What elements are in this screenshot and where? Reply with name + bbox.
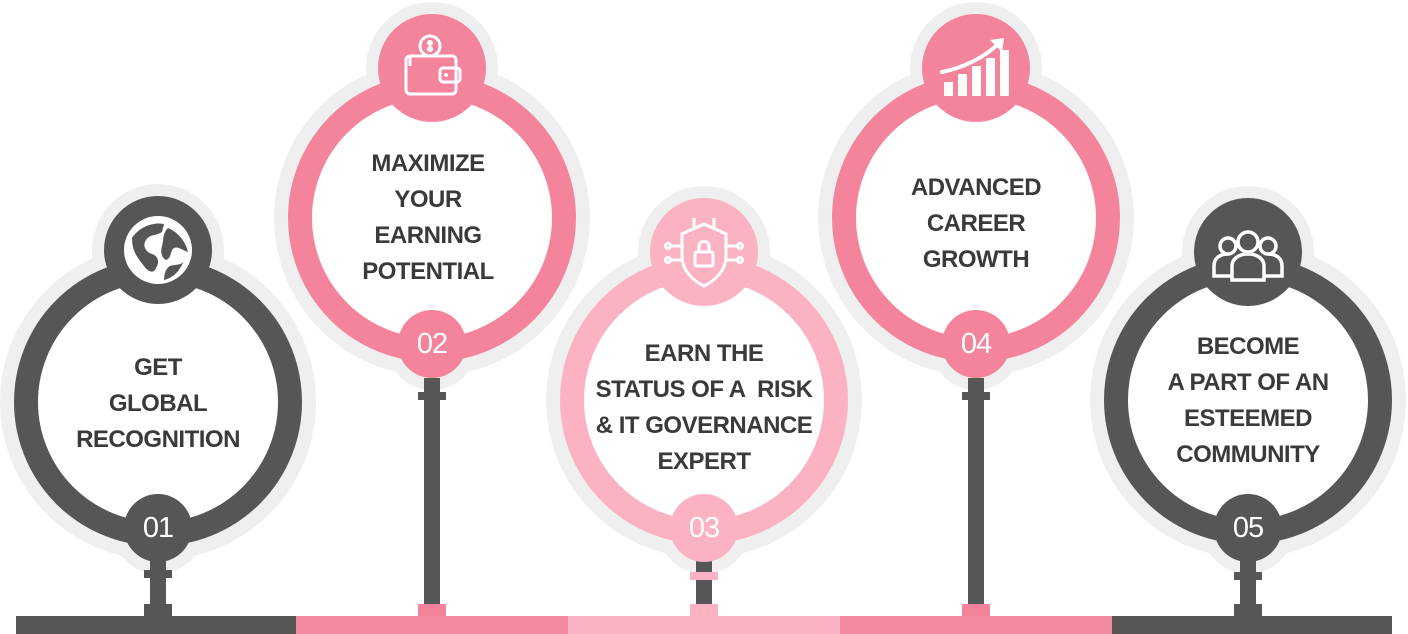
step-2-label: MAXIMIZE YOUR EARNING POTENTIAL	[308, 146, 548, 290]
step-2-line-3: EARNING	[374, 222, 482, 249]
step-5-number: 05	[1232, 512, 1264, 544]
step-2-stem	[424, 378, 440, 616]
step-3-label: EARN THE STATUS OF A RISK & IT GOVERNANC…	[574, 336, 834, 480]
step-2-number-circle	[398, 310, 466, 378]
step-4-number-circle	[942, 310, 1010, 378]
step-5-line-1: BECOME	[1196, 333, 1300, 360]
step-4-line-1: ADVANCED	[910, 174, 1042, 201]
step-5-line-3: ESTEEMED	[1183, 405, 1313, 432]
step-1-line-1: GET	[134, 354, 182, 381]
step-4-label: ADVANCED CAREER GROWTH	[856, 170, 1096, 278]
step-1-number: 01	[142, 512, 174, 544]
step-3-line-3: & IT GOVERNANCE	[595, 412, 813, 439]
step-5-label: BECOME A PART OF AN ESTEEMED COMMUNITY	[1128, 329, 1368, 473]
step-5-line-4: COMMUNITY	[1176, 441, 1320, 468]
step-3-number-circle	[670, 494, 738, 562]
step-3-shape	[546, 186, 862, 616]
step-1-label: GET GLOBAL RECOGNITION	[38, 350, 278, 458]
step-1-line-2: GLOBAL	[108, 390, 208, 417]
step-2-line-4: POTENTIAL	[362, 258, 494, 285]
baseline-segment-1	[16, 616, 296, 634]
step-2-shape	[274, 2, 590, 616]
step-5-number-circle	[1214, 494, 1282, 562]
step-1-line-3: RECOGNITION	[76, 426, 240, 453]
community-icon	[1212, 230, 1284, 282]
step-2-number: 02	[416, 328, 448, 360]
wallet-icon	[404, 34, 462, 96]
globe-icon	[124, 216, 192, 284]
baseline-segment-2	[296, 616, 568, 634]
step-3-line-1: EARN THE	[644, 340, 764, 367]
step-3-number: 03	[688, 512, 720, 544]
step-5-line-2: A PART OF AN	[1167, 369, 1329, 396]
step-4-shape	[818, 2, 1134, 616]
step-2-line-2: YOUR	[394, 186, 462, 213]
step-4-number: 04	[960, 328, 992, 360]
step-4-stem	[968, 378, 984, 616]
step-4-line-2: CAREER	[926, 210, 1026, 237]
baseline-segment-3	[568, 616, 840, 634]
step-3-line-2: STATUS OF A RISK	[595, 376, 813, 403]
baseline-segment-4	[840, 616, 1112, 634]
growth-chart-icon	[940, 38, 1009, 96]
security-lock-icon	[664, 218, 744, 288]
step-1-number-circle	[124, 494, 192, 562]
step-2-icon-circle	[378, 14, 486, 122]
baseline-segment-5	[1112, 616, 1392, 634]
step-3-line-4: EXPERT	[657, 448, 751, 475]
baseline-bar	[16, 616, 1392, 634]
step-4-line-3: GROWTH	[922, 246, 1030, 273]
step-2-line-1: MAXIMIZE	[371, 150, 485, 177]
